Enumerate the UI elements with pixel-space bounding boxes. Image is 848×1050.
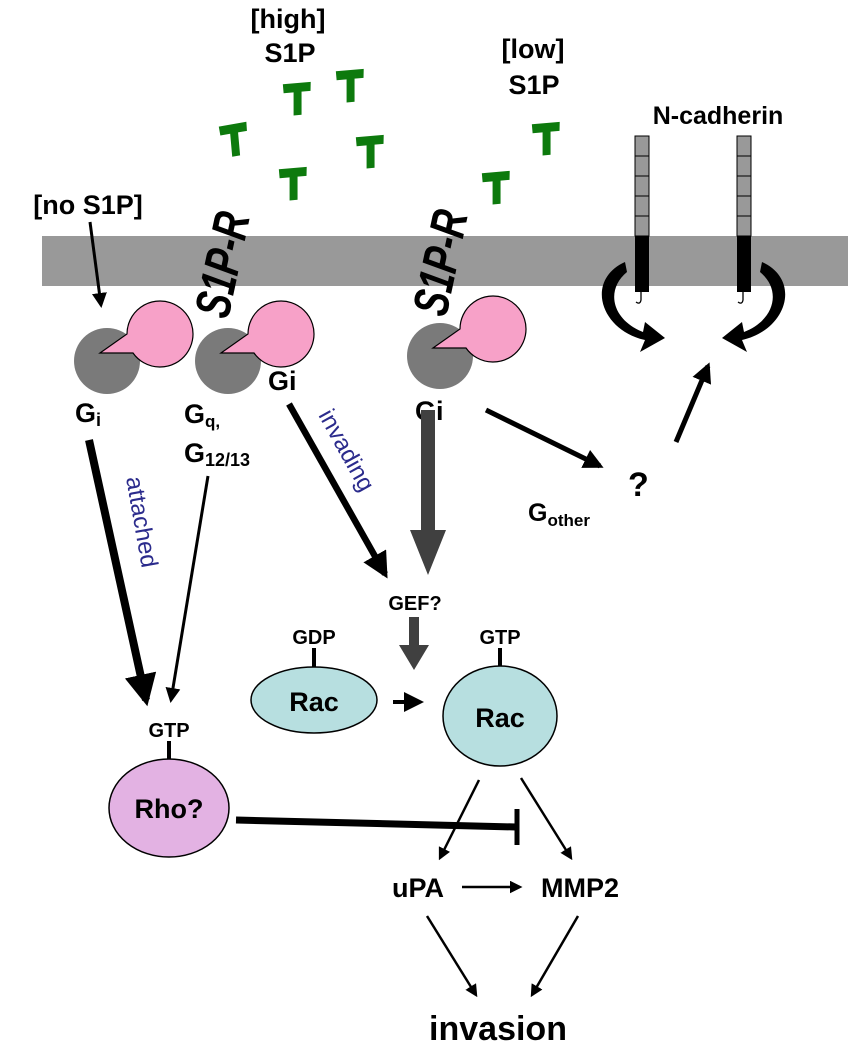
ncadherin-left [634, 135, 650, 304]
gtp-label-rac: GTP [479, 627, 520, 649]
s1p-ligand-group-high [218, 68, 387, 202]
s1p-ligand [531, 121, 563, 157]
arrow-gi-low-to-gother [484, 407, 604, 469]
arrow-no-s1p-to-gi [88, 221, 107, 308]
s1p-ligand-group-low [481, 121, 563, 206]
rho-node [108, 758, 230, 858]
s1p-ligand [355, 134, 387, 170]
arrow-upa-to-invasion [425, 915, 478, 998]
high-label: [high] [251, 4, 326, 34]
arrow-rac-to-mmp2 [519, 777, 573, 861]
s1p-ligand [218, 121, 252, 159]
rotation-arrow-left [601, 262, 665, 352]
g1213-label: G12/13 [184, 438, 250, 470]
s1p-ligand [481, 170, 513, 206]
ncadherin-right [736, 135, 752, 304]
rac-gtp-label: Rac [475, 703, 525, 733]
g-protein-no-s1p [74, 300, 194, 394]
invasion-label: invasion [429, 1010, 567, 1048]
arrow-rac-to-upa [438, 779, 481, 861]
arrow-mmp2-to-invasion [530, 915, 580, 998]
low-s1p-label: S1P [508, 70, 559, 100]
gother-label: Gother [528, 499, 590, 530]
rho-label: Rho? [135, 794, 204, 824]
g-protein-low [407, 295, 527, 389]
arrow-gi-to-gef-invading [286, 402, 388, 579]
invading-label: invading [313, 405, 380, 496]
rac-gtp-node [442, 665, 558, 767]
no-s1p-label: [no S1P] [33, 190, 143, 220]
s1p-receptor-high: S1P-R [185, 207, 261, 323]
attached-label: attached [120, 474, 163, 569]
low-label: [low] [502, 34, 565, 64]
arrow-gi-low-to-gef [410, 410, 446, 575]
gef-label: GEF? [388, 593, 441, 615]
s1p-ligand [282, 81, 314, 117]
arrow-gother-to-ncadherin [673, 362, 712, 443]
gi-label-high: Gi [268, 366, 297, 396]
mmp2-label: MMP2 [541, 873, 619, 903]
upa-label: uPA [392, 873, 444, 903]
inhibition-rho-to-mmp2 [235, 816, 517, 831]
arrow-gq-to-rho [165, 475, 210, 703]
s1p-ligand [335, 68, 367, 104]
rac-gdp-label: Rac [289, 687, 339, 717]
rac-gdp-node [250, 666, 378, 734]
s1p-receptor-low: S1P-R [403, 205, 479, 321]
ncadherin-label: N-cadherin [653, 102, 784, 130]
g-protein-high [195, 300, 315, 394]
gtp-label-rho: GTP [148, 720, 189, 742]
gdp-label: GDP [292, 627, 335, 649]
high-s1p-label: S1P [264, 38, 315, 68]
rotation-arrow-right [722, 262, 786, 352]
cell-membrane [42, 236, 848, 286]
unknown-question-label: ? [628, 466, 649, 504]
gi-label-no-s1p: Gi [75, 398, 101, 430]
arrow-gi-to-rho [85, 439, 157, 707]
s1p-ligand [278, 166, 310, 202]
gq-label: Gq, [184, 399, 220, 431]
arrow-gef-to-rac [399, 617, 429, 670]
